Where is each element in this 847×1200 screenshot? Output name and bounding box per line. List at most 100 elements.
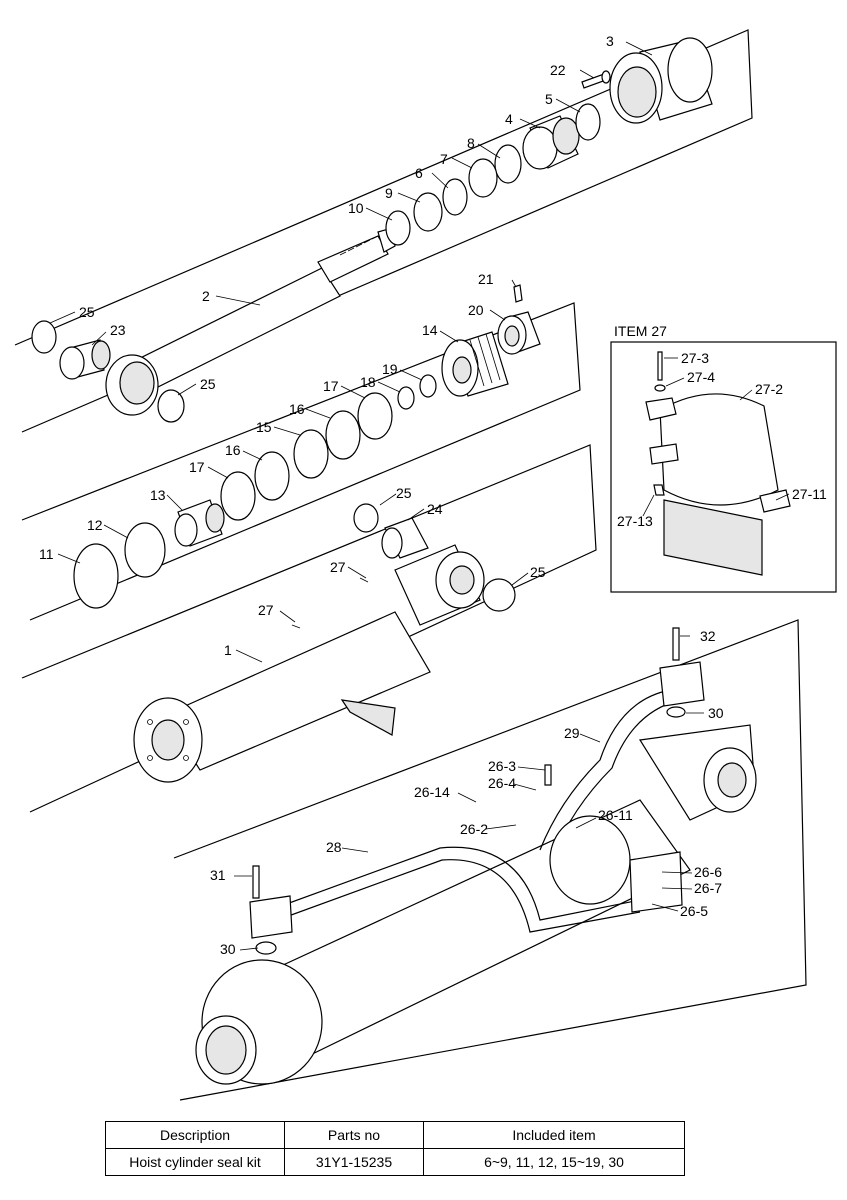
item27-box: [610, 341, 837, 593]
ring-11: [73, 543, 119, 609]
item27-label-27-11: 27-11: [792, 486, 827, 502]
nut-20: [497, 311, 541, 355]
callout-20: 20: [468, 302, 484, 318]
oring-30-top: [666, 706, 686, 718]
callout-21: 21: [478, 271, 494, 287]
ring-17-lower: [220, 471, 256, 521]
panel-piston-group: [21, 302, 581, 621]
ring-16-lower: [254, 451, 290, 501]
callout-7: 7: [440, 151, 448, 167]
ring-16-upper: [325, 410, 361, 460]
ring-19: [419, 374, 437, 398]
callout-5: 5: [545, 91, 553, 107]
set-screw-21: [513, 284, 523, 303]
callout-28: 28: [326, 839, 342, 855]
bolt-26-3: [544, 764, 552, 786]
header-included-item: Included item: [423, 1121, 685, 1149]
item27-label-27-3: 27-3: [681, 350, 709, 366]
nut-27-13: [653, 484, 665, 496]
ring-7: [468, 158, 498, 198]
callout-3: 3: [606, 33, 614, 49]
bolt-27-3: [657, 351, 663, 381]
ring-5: [575, 103, 601, 141]
seal-kit-table: Description Parts no Included item Hoist…: [105, 1121, 685, 1176]
flange-block-31: [249, 895, 293, 939]
callout-25-upper: 25: [396, 485, 412, 501]
ring-9: [413, 192, 443, 232]
ring-25-rod: [157, 389, 185, 423]
clamp-27a: [291, 577, 369, 629]
bushing-4: [522, 115, 580, 170]
callout-16-lower: 16: [225, 442, 241, 458]
callout-6: 6: [415, 165, 423, 181]
cylinder-head: [609, 37, 713, 124]
header-description: Description: [105, 1121, 285, 1149]
item27-label-27-4: 27-4: [687, 369, 715, 385]
header-parts-no: Parts no: [284, 1121, 424, 1149]
ring-6: [442, 178, 468, 216]
pipe-28: [269, 846, 641, 933]
ring-15: [293, 429, 329, 479]
piston-14: [441, 331, 509, 397]
ring-10: [385, 210, 411, 246]
callout-31: 31: [210, 867, 226, 883]
callout-26-2: 26-2: [460, 821, 488, 837]
callout-27-upper: 27: [330, 559, 346, 575]
callout-17-upper: 17: [323, 378, 339, 394]
callout-25-rod: 25: [200, 376, 216, 392]
callout-32: 32: [700, 628, 716, 644]
callout-29: 29: [564, 725, 580, 741]
ring-8: [494, 144, 522, 184]
callout-26-11: 26-11: [598, 807, 633, 823]
leader-lines: [49, 41, 790, 951]
callout-26-6: 26-6: [694, 864, 722, 880]
ring-25-right: [482, 578, 516, 612]
item27-title: ITEM 27: [614, 323, 667, 339]
ring-25-left: [31, 320, 57, 354]
flange-block-32: [659, 661, 705, 707]
callout-25-right: 25: [530, 564, 546, 580]
bushing-23: [59, 339, 111, 380]
callout-26-3: 26-3: [488, 758, 516, 774]
callout-4: 4: [505, 111, 513, 127]
callout-17-lower: 17: [189, 459, 205, 475]
bolt-31: [252, 865, 260, 899]
item27-label-27-13: 27-13: [617, 513, 653, 529]
cell-parts-no: 31Y1-15235: [284, 1148, 424, 1176]
bushing-24: [381, 517, 429, 559]
callout-14: 14: [422, 322, 438, 338]
panel-tube-group: [21, 444, 597, 813]
callout-26-5: 26-5: [680, 903, 708, 919]
bracket-26-5: [629, 851, 683, 913]
washer-27-4: [654, 384, 666, 392]
callout-9: 9: [385, 185, 393, 201]
pipe-clamp-26-11: [549, 815, 631, 905]
exploded-parts-diagram: 3 22 5 4 8 7 6 9 10 2 25 23 25 21 20 14 …: [14, 29, 837, 1101]
callout-25-left: 25: [79, 304, 95, 320]
ring-18: [397, 386, 415, 410]
bushing-13: [174, 499, 225, 547]
cell-description: Hoist cylinder seal kit: [105, 1148, 285, 1176]
ring-12: [124, 522, 166, 578]
bolt-32: [672, 627, 680, 661]
callout-26-7: 26-7: [694, 880, 722, 896]
callout-12: 12: [87, 517, 103, 533]
table-header-row: Description Parts no Included item: [105, 1121, 685, 1149]
callout-26-4: 26-4: [488, 775, 516, 791]
cylinder-tube: [133, 544, 485, 783]
callout-10: 10: [348, 200, 364, 216]
callout-22: 22: [550, 62, 566, 78]
cell-included-item: 6~9, 11, 12, 15~19, 30: [423, 1148, 685, 1176]
callout-30-bottom: 30: [220, 941, 236, 957]
callout-26-14: 26-14: [414, 784, 450, 800]
item27-label-27-2: 27-2: [755, 381, 783, 397]
callout-23: 23: [110, 322, 126, 338]
callout-15: 15: [256, 419, 272, 435]
panel-assembly-group: [173, 619, 807, 1101]
callout-1: 1: [224, 642, 232, 658]
callout-2: 2: [202, 288, 210, 304]
callout-16-upper: 16: [289, 401, 305, 417]
table-row: Hoist cylinder seal kit 31Y1-15235 6~9, …: [105, 1148, 685, 1176]
callout-24: 24: [427, 501, 443, 517]
callout-18: 18: [360, 374, 376, 390]
